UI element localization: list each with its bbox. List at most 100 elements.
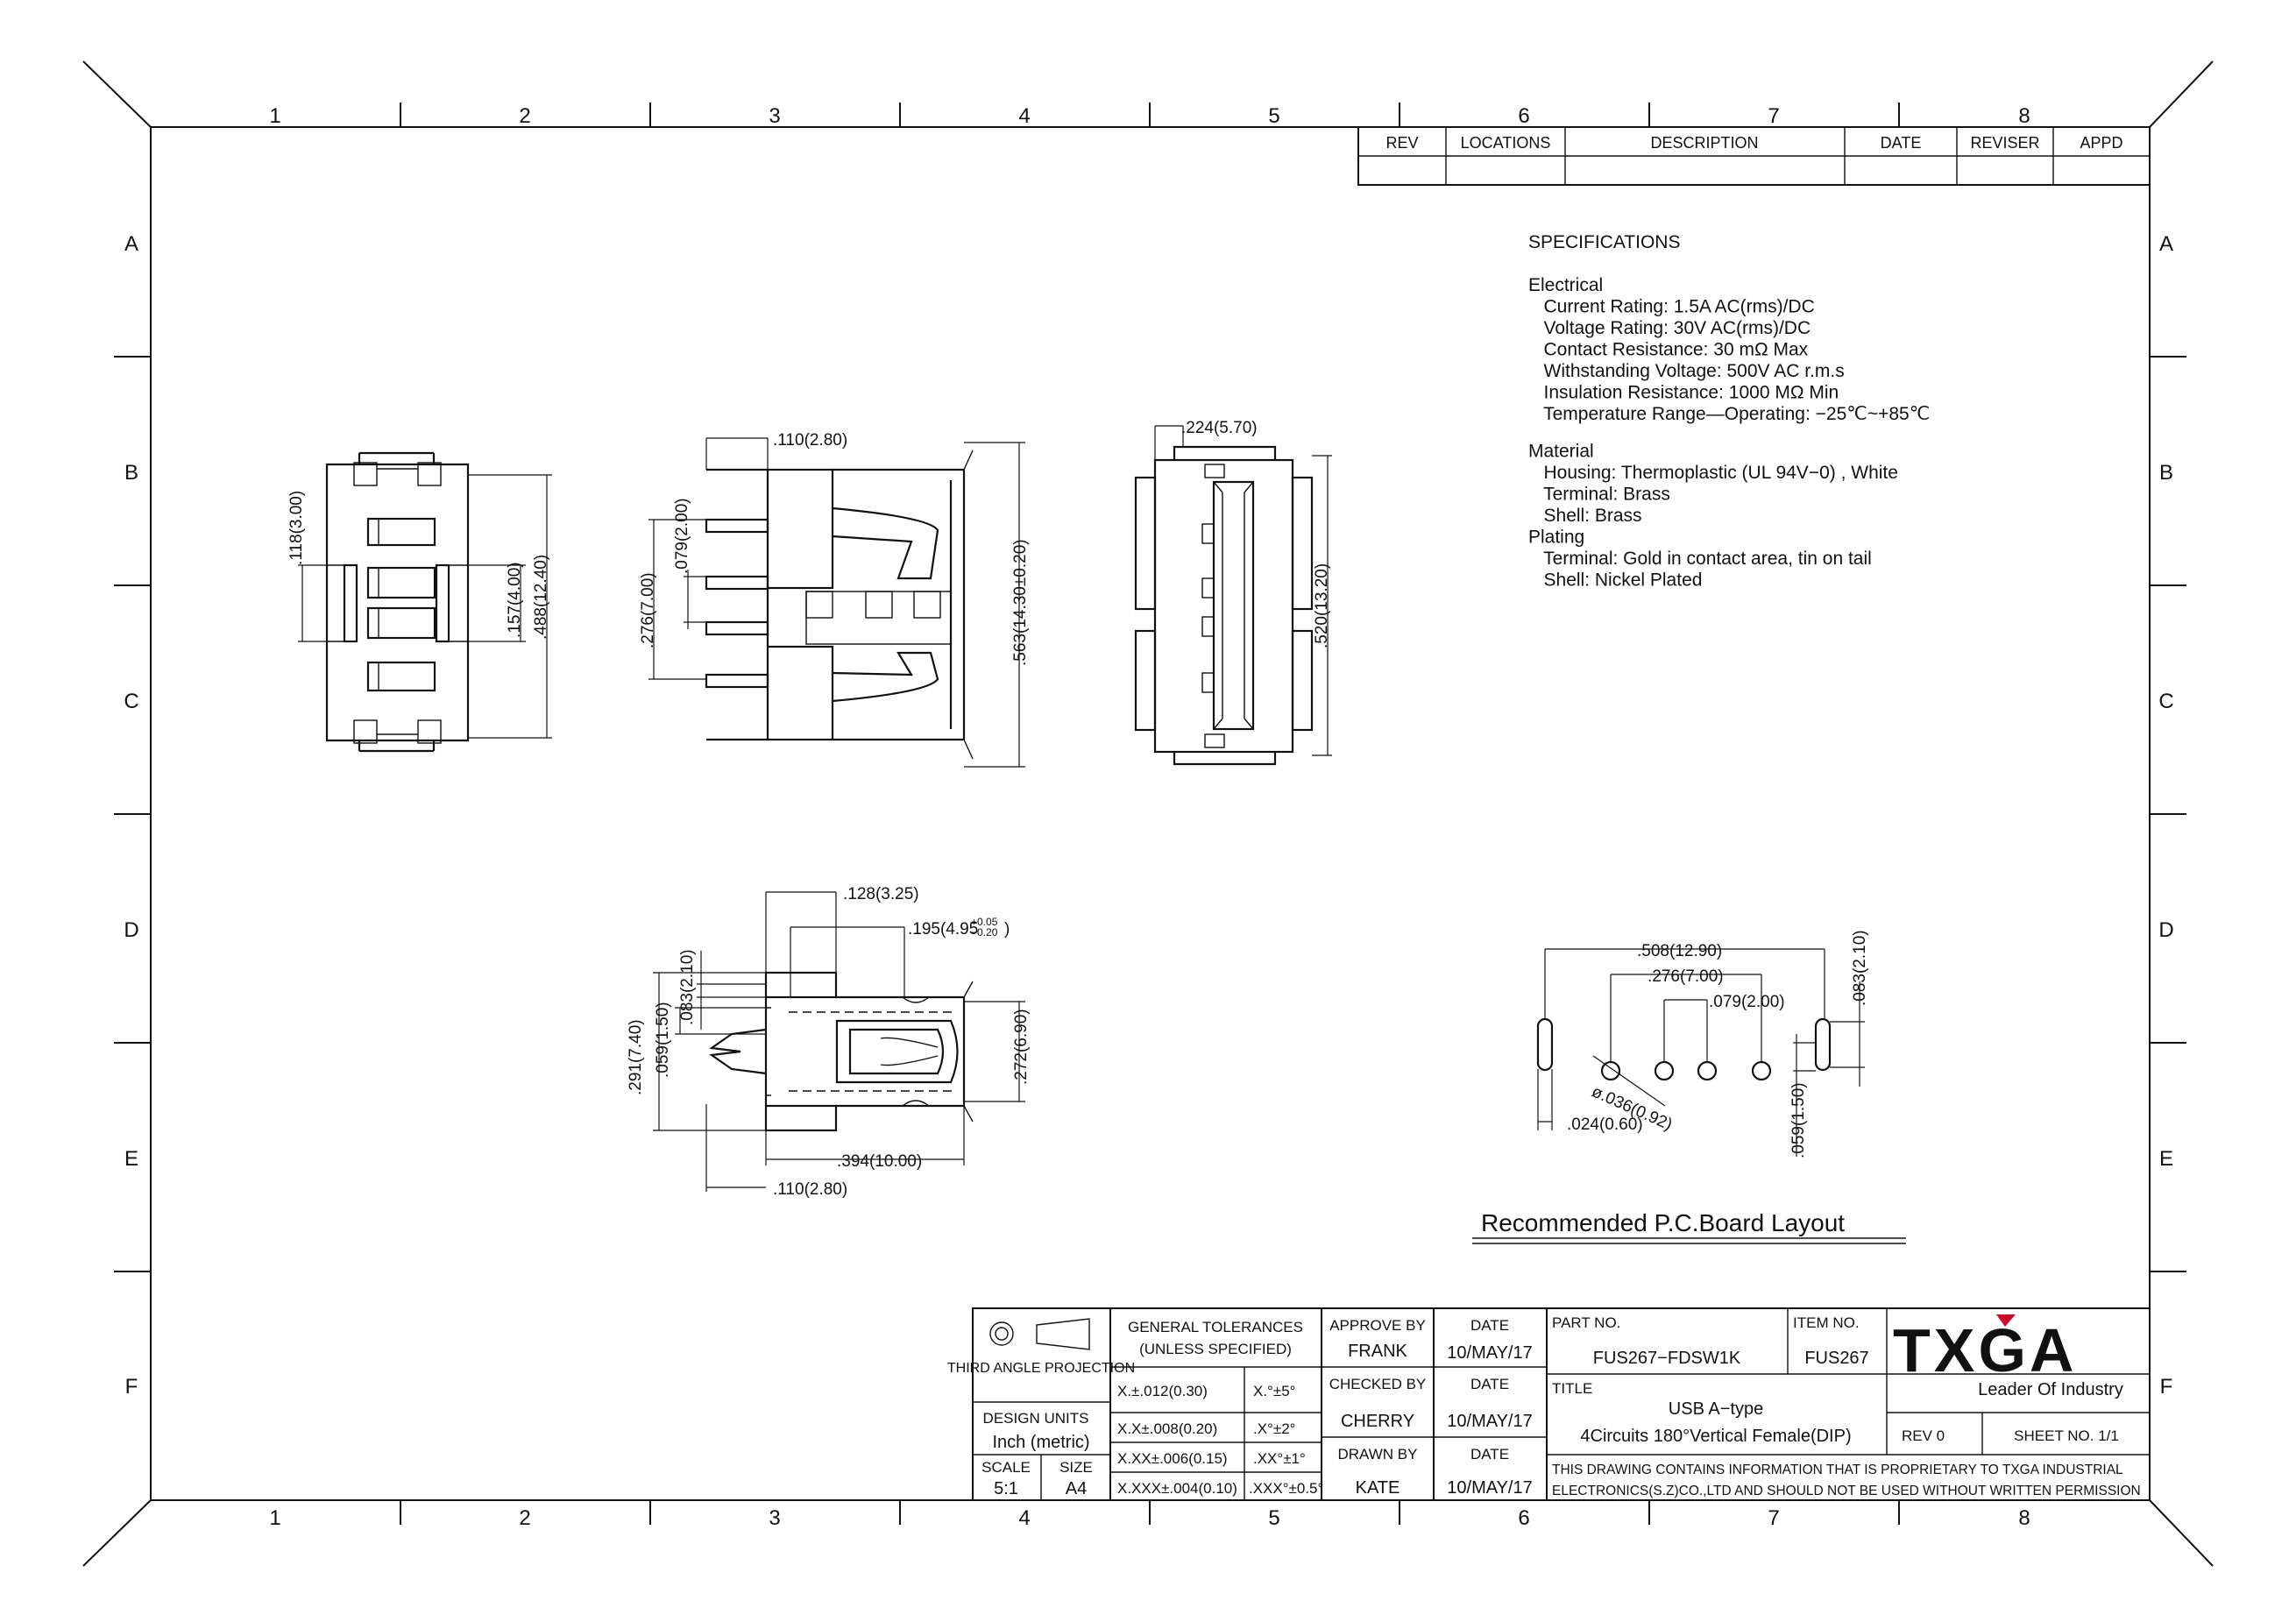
zone-labels-bottom: 1 2 3 4 5 6 7 8 — [269, 1506, 2030, 1530]
specifications-lines: Electrical Current Rating: 1.5A AC(rms)/… — [1528, 275, 1930, 591]
item-no-value: FUS267 — [1804, 1349, 1868, 1368]
dim-224-label: .224(5.70) — [1181, 419, 1258, 437]
drawing-border — [150, 126, 2151, 1501]
sheet-number: SHEET NO. 1/1 — [2014, 1427, 2119, 1444]
pcb-shell-slot-right — [1814, 1017, 1832, 1072]
dim-276-side-label: .276(7.00) — [639, 572, 657, 648]
side-view: .110(2.80) .276(7.00) .079(2.00) .563(14… — [639, 431, 1030, 768]
rev-value: REV 0 — [1902, 1427, 1945, 1444]
tolerance-linear-2: X.X±.008(0.20) — [1117, 1420, 1217, 1437]
zone-col-3-bottom: 3 — [769, 1506, 780, 1530]
date-checked-label: DATE — [1470, 1376, 1509, 1392]
date-drawn-label: DATE — [1470, 1446, 1509, 1463]
specification-line: Electrical — [1528, 275, 1603, 295]
logo-tagline: Leader Of Industry — [1978, 1380, 2123, 1399]
dim-291-label: .291(7.40) — [627, 1019, 645, 1095]
dim-195-tol-minus: −0.20 — [971, 926, 998, 938]
pcb-layout-title: Recommended P.C.Board Layout — [1481, 1209, 1845, 1236]
appd-header: APPD — [2080, 134, 2122, 152]
title-block: THIRD ANGLE PROJECTION DESIGN UNITS Inch… — [947, 1307, 2151, 1501]
tolerance-angular-1: X.°±5° — [1253, 1383, 1295, 1399]
zone-col-2-top: 2 — [519, 104, 530, 128]
zone-row-e-right: E — [2159, 1147, 2173, 1171]
revision-table: REV LOCATIONS DESCRIPTION DATE REVISER A… — [1357, 126, 2151, 186]
drawn-by-label: DRAWN BY — [1338, 1446, 1418, 1463]
dim-563-label: .563(14.30±0.20) — [1011, 539, 1030, 666]
specification-line: Terminal: Brass — [1528, 485, 1670, 505]
zone-col-7-top: 7 — [1768, 104, 1779, 128]
pcb-pin-hole-2 — [1654, 1060, 1675, 1081]
zone-row-b-right: B — [2159, 461, 2173, 485]
date-drawn-value: 10/MAY/17 — [1447, 1478, 1532, 1498]
zone-row-a-left: A — [124, 232, 138, 256]
corner-mark-bl — [82, 1499, 152, 1567]
zone-col-4-top: 4 — [1018, 104, 1030, 128]
pcb-pin-hole-4 — [1751, 1060, 1772, 1081]
dim-110-side-label: .110(2.80) — [773, 431, 847, 450]
dim-272-label: .272(6.90) — [1012, 1009, 1031, 1085]
zone-col-6-top: 6 — [1518, 104, 1529, 128]
zone-row-f-right: F — [2160, 1375, 2173, 1399]
tolerance-angular-4: .XXX°±0.5° — [1249, 1480, 1323, 1497]
dim-195-tol-plus: +0.05 — [971, 916, 998, 928]
dim-128-label: .128(3.25) — [843, 885, 919, 903]
corner-mark-br — [2149, 1499, 2214, 1567]
zone-col-1-bottom: 1 — [269, 1506, 280, 1530]
dim-195-label: .195(4.95 — [908, 920, 978, 938]
part-no-value: FUS267−FDSW1K — [1593, 1349, 1741, 1368]
size-value: A4 — [1066, 1479, 1087, 1498]
zone-row-d-right: D — [2158, 918, 2173, 942]
pcb-dim-079-label: .079(2.00) — [1709, 993, 1785, 1011]
dim-394-label: .394(10.00) — [837, 1152, 922, 1171]
pcb-shell-slot-left — [1536, 1017, 1554, 1072]
dim-157-label: .157(4.00) — [506, 562, 524, 638]
zone-col-8-top: 8 — [2018, 104, 2030, 128]
proprietary-notice-line-1: THIS DRAWING CONTAINS INFORMATION THAT I… — [1552, 1463, 2123, 1477]
title-label: TITLE — [1552, 1380, 1592, 1397]
tolerance-linear-4: X.XXX±.004(0.10) — [1117, 1480, 1237, 1497]
dim-118-label: .118(3.00) — [287, 491, 306, 565]
checked-by-value: CHERRY — [1341, 1412, 1414, 1431]
date-approve-label: DATE — [1470, 1317, 1509, 1334]
zone-row-c-left: C — [124, 690, 138, 713]
zone-col-5-bottom: 5 — [1268, 1506, 1279, 1530]
rev-header: REV — [1385, 134, 1418, 152]
zone-col-6-bottom: 6 — [1518, 1506, 1529, 1530]
part-no-label: PART NO. — [1552, 1314, 1620, 1331]
zone-row-c-right: C — [2158, 690, 2173, 713]
tolerance-angular-2: .X°±2° — [1253, 1420, 1295, 1437]
zone-col-2-bottom: 2 — [519, 1506, 530, 1530]
logo-wordmark: TXGA — [1893, 1316, 2077, 1385]
logo-accent-mark — [1996, 1314, 2016, 1327]
specification-line: Withstanding Voltage: 500V AC r.m.s — [1528, 361, 1845, 381]
approve-by-value: FRANK — [1348, 1342, 1407, 1361]
pcb-pin-hole-3 — [1697, 1060, 1718, 1081]
specification-line: Contact Resistance: 30 mΩ Max — [1528, 340, 1809, 360]
third-angle-projection-symbol — [989, 1318, 1090, 1350]
dim-083-top-label: .083(2.10) — [678, 949, 697, 1025]
proprietary-notice-line-2: ELECTRONICS(S.Z)CO.,LTD AND SHOULD NOT B… — [1552, 1484, 2141, 1498]
front-view: .224(5.70) .520(13.20) — [1134, 419, 1332, 766]
date-checked-value: 10/MAY/17 — [1447, 1412, 1532, 1431]
specification-line: Housing: Thermoplastic (UL 94V−0) , Whit… — [1528, 463, 1898, 483]
specification-line: Temperature Range—Operating: −25℃~+85℃ — [1528, 404, 1930, 424]
title-line-2: 4Circuits 180°Vertical Female(DIP) — [1580, 1427, 1851, 1446]
description-header: DESCRIPTION — [1650, 134, 1758, 152]
drawn-by-value: KATE — [1356, 1478, 1400, 1498]
zone-ticks — [114, 103, 2186, 1525]
zone-row-e-left: E — [124, 1147, 138, 1171]
dim-079-side-label: .079(2.00) — [673, 498, 691, 574]
zone-col-4-bottom: 4 — [1018, 1506, 1030, 1530]
zone-row-f-left: F — [125, 1375, 138, 1399]
zone-row-a-right: A — [2159, 232, 2173, 256]
specification-line: Current Rating: 1.5A AC(rms)/DC — [1528, 297, 1815, 317]
specification-line: Shell: Nickel Plated — [1528, 570, 1702, 591]
dim-520-label: .520(13.20) — [1313, 563, 1331, 648]
dim-488-label: .488(12.40) — [532, 555, 550, 640]
general-tolerances-sub: (UNLESS SPECIFIED) — [1139, 1341, 1292, 1357]
zone-row-d-left: D — [124, 918, 138, 942]
specifications-block: SPECIFICATIONS Electrical Current Rating… — [1528, 232, 1930, 591]
txga-logo: TXGA — [1893, 1314, 2077, 1385]
scale-label: SCALE — [981, 1459, 1031, 1476]
top-view: .128(3.25) .195(4.95 +0.05 −0.20 ) .291(… — [627, 885, 1031, 1199]
